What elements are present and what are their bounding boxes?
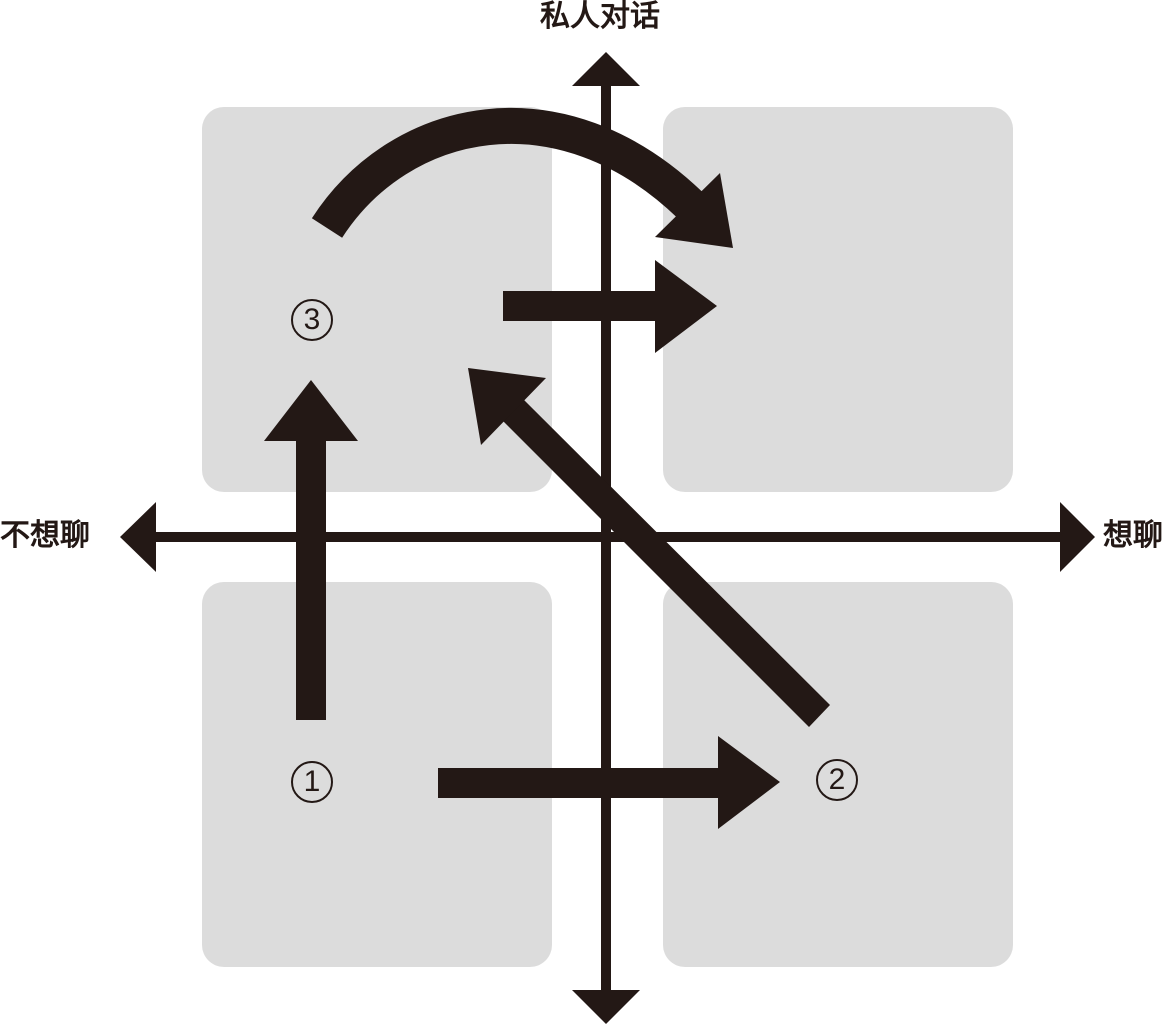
marker-two: 2: [816, 759, 858, 801]
arrow-right-top-shaft: [503, 291, 659, 321]
horizontal-axis: [145, 532, 1070, 542]
arrow-up-head: [264, 380, 358, 441]
axis-arrowhead-up: [572, 52, 640, 86]
quadrant-top-left: [202, 107, 552, 492]
quadrant-top-right: [663, 107, 1013, 492]
arrow-right-bottom-head: [718, 736, 780, 829]
arrow-up-shaft: [296, 438, 326, 720]
axis-arrowhead-left: [120, 502, 156, 572]
arrow-curve-head: [655, 173, 733, 248]
marker-one: 1: [291, 761, 333, 803]
quadrant-bottom-left: [202, 582, 552, 967]
axis-label-right: 想聊: [1103, 518, 1163, 553]
arrow-right-top-head: [655, 260, 717, 353]
marker-three: 3: [291, 299, 333, 341]
axis-label-top: 私人对话: [540, 0, 660, 34]
axis-arrowhead-down: [572, 990, 640, 1024]
axis-arrowhead-right: [1060, 502, 1095, 572]
axis-label-left: 不想聊: [0, 518, 90, 553]
arrow-diagonal-shaft: [498, 395, 830, 727]
arrow-diagonal-head: [468, 368, 546, 445]
arrow-right-bottom-shaft: [438, 768, 722, 798]
arrow-curve-shaft: [311, 108, 703, 239]
